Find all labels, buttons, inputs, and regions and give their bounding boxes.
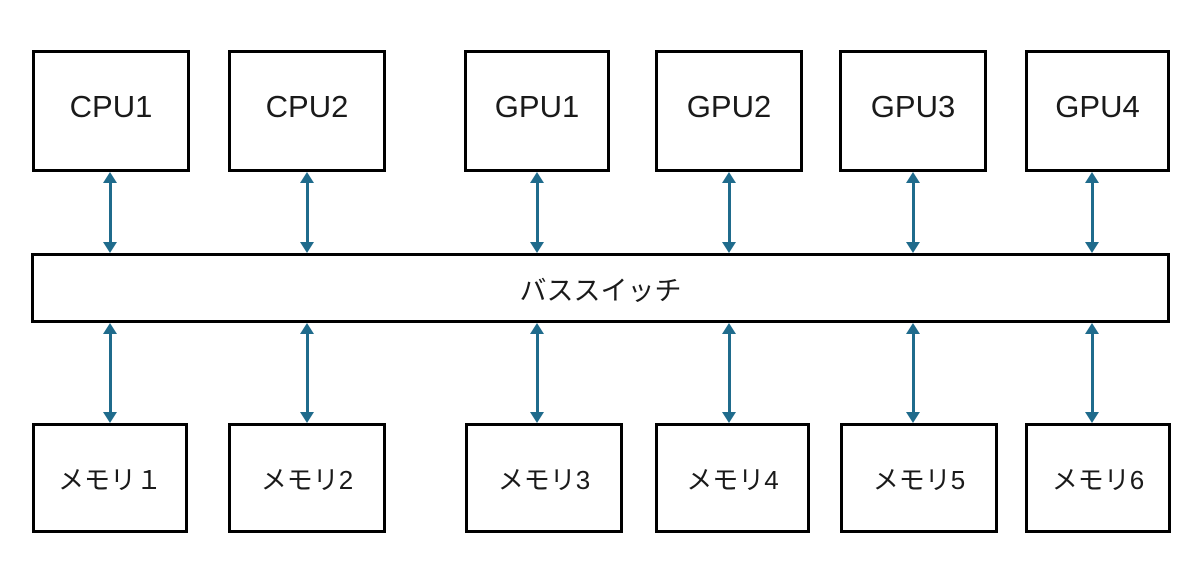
arrow-shaft xyxy=(911,334,915,412)
arrow-shaft xyxy=(305,334,309,412)
node-label: メモリ１ xyxy=(57,464,162,495)
connector-bus-memory1-arrow xyxy=(103,323,117,423)
connector-bus-memory3-arrow xyxy=(530,323,544,423)
arrowhead-down-icon xyxy=(300,412,314,423)
arrowhead-down-icon xyxy=(1085,412,1099,423)
node-gpu1: GPU1 xyxy=(464,50,610,172)
arrow-shaft xyxy=(1090,334,1094,412)
node-memory4: メモリ4 xyxy=(655,423,810,533)
node-memory2: メモリ2 xyxy=(228,423,386,533)
connector-cpu2-bus-arrow xyxy=(300,172,314,253)
arrow-shaft xyxy=(305,183,309,242)
node-label: GPU4 xyxy=(1055,89,1140,124)
arrowhead-up-icon xyxy=(103,323,117,334)
connector-cpu1-bus-arrow xyxy=(103,172,117,253)
arrowhead-down-icon xyxy=(1085,242,1099,253)
connector-bus-memory5-arrow xyxy=(906,323,920,423)
node-label: メモリ4 xyxy=(686,464,779,495)
arrow-shaft xyxy=(108,183,112,242)
node-label: メモリ2 xyxy=(260,464,354,495)
node-gpu3: GPU3 xyxy=(839,50,987,172)
connector-gpu1-bus-arrow xyxy=(530,172,544,253)
arrowhead-down-icon xyxy=(906,242,920,253)
arrow-shaft xyxy=(911,183,915,242)
arrowhead-up-icon xyxy=(300,323,314,334)
node-cpu2: CPU2 xyxy=(228,50,386,172)
connector-gpu2-bus-arrow xyxy=(722,172,736,253)
arrowhead-up-icon xyxy=(722,172,736,183)
node-gpu4: GPU4 xyxy=(1025,50,1170,172)
connector-bus-memory4-arrow xyxy=(722,323,736,423)
node-cpu1: CPU1 xyxy=(32,50,190,172)
node-label: GPU2 xyxy=(686,89,772,124)
arrowhead-down-icon xyxy=(300,242,314,253)
bus-switch-bar: バススイッチ xyxy=(31,253,1170,323)
arrowhead-up-icon xyxy=(1085,323,1099,334)
arrowhead-up-icon xyxy=(300,172,314,183)
arrow-shaft xyxy=(535,334,539,412)
arrow-shaft xyxy=(727,334,731,412)
arrowhead-up-icon xyxy=(906,172,920,183)
arrow-shaft xyxy=(535,183,539,242)
arrowhead-down-icon xyxy=(906,412,920,423)
arrow-shaft xyxy=(727,183,731,242)
arrowhead-down-icon xyxy=(103,242,117,253)
node-memory6: メモリ6 xyxy=(1025,423,1171,533)
arrowhead-up-icon xyxy=(906,323,920,334)
node-gpu2: GPU2 xyxy=(655,50,803,172)
node-label: CPU1 xyxy=(69,89,153,124)
arrowhead-up-icon xyxy=(530,323,544,334)
arrowhead-down-icon xyxy=(530,412,544,423)
arrow-shaft xyxy=(1090,183,1094,242)
node-memory5: メモリ5 xyxy=(840,423,998,533)
node-memory3: メモリ3 xyxy=(465,423,623,533)
node-label: メモリ3 xyxy=(497,464,591,495)
node-label: GPU3 xyxy=(870,89,956,124)
node-label: GPU1 xyxy=(494,89,580,124)
arrowhead-up-icon xyxy=(722,323,736,334)
node-memory1: メモリ１ xyxy=(32,423,188,533)
bus-switch-label: バススイッチ xyxy=(519,275,682,306)
arrowhead-up-icon xyxy=(103,172,117,183)
arrowhead-up-icon xyxy=(530,172,544,183)
node-label: CPU2 xyxy=(265,89,349,124)
connector-bus-memory6-arrow xyxy=(1085,323,1099,423)
arrowhead-up-icon xyxy=(1085,172,1099,183)
node-label: メモリ5 xyxy=(872,464,966,495)
arrowhead-down-icon xyxy=(722,412,736,423)
connector-gpu4-bus-arrow xyxy=(1085,172,1099,253)
connector-bus-memory2-arrow xyxy=(300,323,314,423)
node-label: メモリ6 xyxy=(1051,464,1145,495)
arrowhead-down-icon xyxy=(103,412,117,423)
arrowhead-down-icon xyxy=(530,242,544,253)
connector-gpu3-bus-arrow xyxy=(906,172,920,253)
arrow-shaft xyxy=(108,334,112,412)
arrowhead-down-icon xyxy=(722,242,736,253)
